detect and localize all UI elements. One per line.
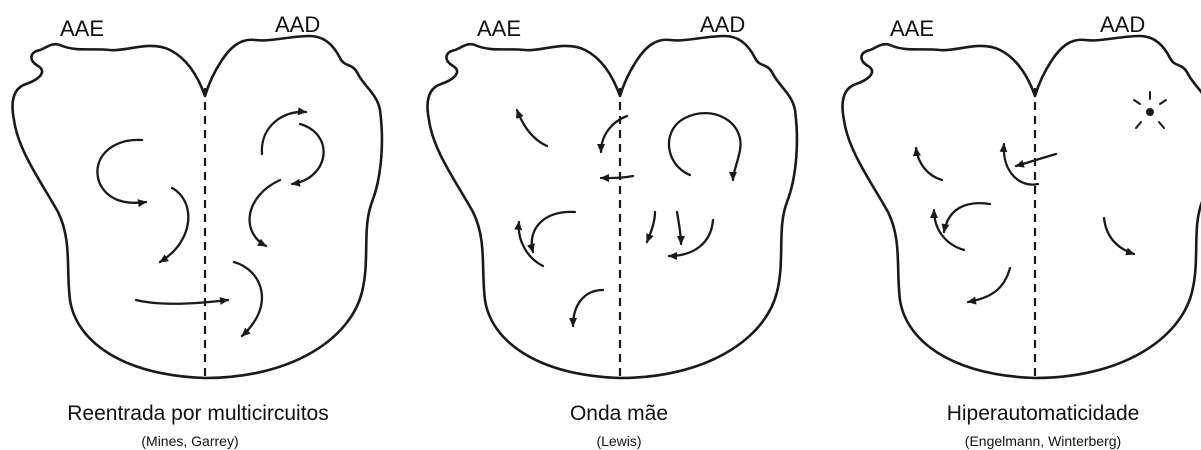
activation-arrow xyxy=(916,148,942,180)
activation-arrow xyxy=(968,268,1010,302)
reentry-arrow xyxy=(97,140,146,203)
activation-arrow xyxy=(1104,218,1134,254)
right-atrium-label: AAD xyxy=(1100,12,1145,37)
panel-multicircuit-reentry: AAE AAD Reentrada por multicircuitos (Mi… xyxy=(13,12,382,449)
wavelet-arrow xyxy=(601,176,633,178)
reentry-arrow xyxy=(292,124,324,184)
atria-outline xyxy=(13,36,382,378)
left-atrium-label: AAE xyxy=(890,16,934,41)
right-atrium-label: AAD xyxy=(275,12,320,37)
left-atrium-label: AAE xyxy=(60,16,104,41)
panel-hyperautomaticity: AAE AAD Hiperautomaticidade (Engelmann, … xyxy=(843,12,1201,449)
reentry-arrow xyxy=(234,262,262,336)
panel-mother-wave: AAE AAD Onda mãe (Lewis) xyxy=(428,12,797,449)
wavelet-arrow xyxy=(601,116,627,152)
wavelet-arrow xyxy=(669,220,713,256)
mechanism-credit: (Mines, Garrey) xyxy=(141,433,238,449)
mechanism-caption: Reentrada por multicircuitos xyxy=(67,402,328,425)
activation-arrow xyxy=(944,203,990,232)
mechanism-credit: (Engelmann, Winterberg) xyxy=(965,433,1121,449)
mother-wave-arrow xyxy=(669,113,741,180)
wavelet-arrow xyxy=(647,212,655,242)
atria-outline xyxy=(843,36,1201,378)
right-atrium-label: AAD xyxy=(700,12,745,37)
mechanism-caption: Onda mãe xyxy=(570,402,668,425)
wavelet-arrow xyxy=(677,212,681,244)
left-atrium-label: AAE xyxy=(477,16,521,41)
reentry-arrow xyxy=(250,180,280,246)
wavelet-arrow xyxy=(532,212,575,252)
ectopic-focus-icon xyxy=(1134,92,1166,128)
reentry-arrow xyxy=(262,112,306,154)
wavelet-arrow xyxy=(517,110,547,146)
reentry-arrow xyxy=(136,300,228,304)
atria-outline xyxy=(428,36,797,378)
mechanism-credit: (Lewis) xyxy=(596,433,641,449)
reentry-arrow xyxy=(160,188,188,262)
mechanism-caption: Hiperautomaticidade xyxy=(947,402,1140,425)
wavelet-arrow xyxy=(573,290,603,326)
